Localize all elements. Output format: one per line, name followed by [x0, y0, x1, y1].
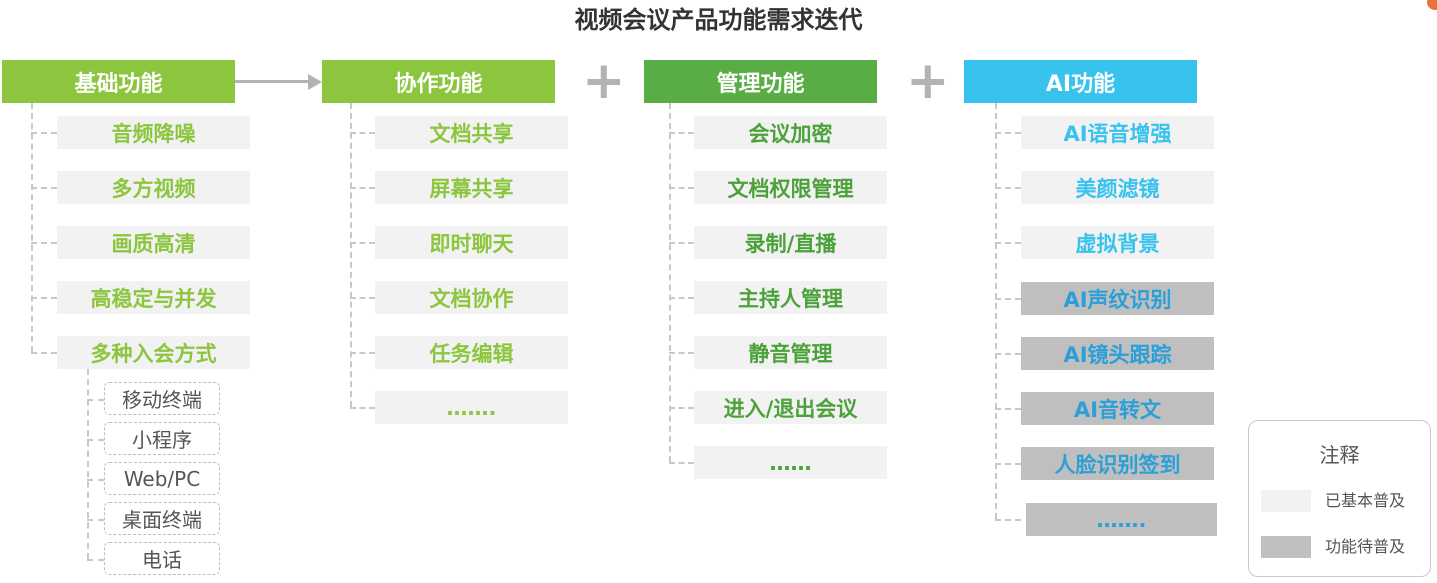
- feature-item-pending: AI音转文: [1021, 392, 1214, 425]
- feature-item: 画质高清: [57, 226, 250, 259]
- connector-line: [87, 369, 89, 559]
- feature-item: 音频降噪: [57, 116, 250, 149]
- feature-item: 录制/直播: [694, 226, 887, 259]
- sub-item: Web/PC: [104, 462, 220, 495]
- connector-line: [995, 187, 1021, 189]
- feature-item-pending: AI镜头跟踪: [1021, 337, 1214, 370]
- feature-item: 任务编辑: [375, 336, 568, 369]
- connector-line: [31, 132, 57, 134]
- connector-line: [31, 297, 57, 299]
- connector-line: [995, 103, 997, 519]
- plus-icon: +: [906, 51, 950, 111]
- connector-line: [350, 407, 375, 409]
- feature-item: ……: [694, 446, 887, 479]
- corner-mark: [1427, 0, 1437, 10]
- legend-swatch-pending: [1261, 536, 1311, 558]
- feature-item: 多种入会方式: [57, 336, 250, 369]
- connector-line: [350, 352, 375, 354]
- feature-item: 主持人管理: [694, 281, 887, 314]
- feature-item: …….: [375, 391, 568, 424]
- connector-line: [995, 353, 1021, 355]
- connector-line: [350, 103, 352, 407]
- connector-line: [31, 103, 33, 352]
- connector-line: [995, 298, 1021, 300]
- header-mgmt: 管理功能: [644, 60, 877, 103]
- feature-item: 高稳定与并发: [57, 281, 250, 314]
- connector-line: [87, 439, 104, 441]
- feature-item: 多方视频: [57, 171, 250, 204]
- feature-item: 文档共享: [375, 116, 568, 149]
- connector-line: [995, 408, 1021, 410]
- connector-line: [669, 103, 671, 462]
- feature-item: 即时聊天: [375, 226, 568, 259]
- connector-line: [350, 187, 375, 189]
- connector-line: [87, 479, 104, 481]
- feature-item: 进入/退出会议: [694, 391, 887, 424]
- connector-line: [669, 407, 694, 409]
- connector-line: [995, 463, 1021, 465]
- connector-line: [31, 352, 57, 354]
- feature-item: 屏幕共享: [375, 171, 568, 204]
- connector-line: [87, 519, 104, 521]
- connector-line: [995, 132, 1021, 134]
- connector-line: [669, 297, 694, 299]
- connector-line: [31, 242, 57, 244]
- legend-label-pending: 功能待普及: [1325, 537, 1406, 556]
- feature-item: 虚拟背景: [1021, 226, 1214, 259]
- connector-line: [995, 519, 1021, 521]
- connector-line: [669, 462, 694, 464]
- arrow-head-icon: [308, 74, 322, 90]
- sub-item: 移动终端: [104, 382, 220, 415]
- feature-item: AI语音增强: [1021, 116, 1214, 149]
- feature-item-pending: …….: [1026, 503, 1217, 536]
- arrow-line: [235, 80, 311, 83]
- diagram-title: 视频会议产品功能需求迭代: [574, 6, 863, 34]
- sub-item: 小程序: [104, 422, 220, 455]
- header-ai: AI功能: [964, 60, 1197, 103]
- feature-item: 会议加密: [694, 116, 887, 149]
- connector-line: [995, 242, 1021, 244]
- connector-line: [669, 242, 694, 244]
- legend-label-common: 已基本普及: [1325, 491, 1406, 510]
- sub-item: 电话: [104, 542, 220, 575]
- feature-item-pending: 人脸识别签到: [1021, 447, 1214, 480]
- plus-icon: +: [582, 51, 626, 111]
- feature-item: 静音管理: [694, 336, 887, 369]
- connector-line: [31, 187, 57, 189]
- sub-item: 桌面终端: [104, 502, 220, 535]
- connector-line: [350, 242, 375, 244]
- header-collab: 协作功能: [322, 60, 555, 103]
- feature-item: 美颜滤镜: [1021, 171, 1214, 204]
- header-basic: 基础功能: [2, 60, 235, 103]
- feature-item: 文档协作: [375, 281, 568, 314]
- feature-item: 文档权限管理: [694, 171, 887, 204]
- feature-item-pending: AI声纹识别: [1021, 282, 1214, 315]
- legend-title: 注释: [1319, 443, 1360, 467]
- connector-line: [350, 132, 375, 134]
- legend-swatch-common: [1261, 490, 1311, 512]
- connector-line: [87, 559, 104, 561]
- legend: 注释 已基本普及 功能待普及: [1248, 420, 1431, 577]
- connector-line: [669, 132, 694, 134]
- connector-line: [669, 352, 694, 354]
- connector-line: [87, 399, 104, 401]
- connector-line: [669, 187, 694, 189]
- connector-line: [350, 297, 375, 299]
